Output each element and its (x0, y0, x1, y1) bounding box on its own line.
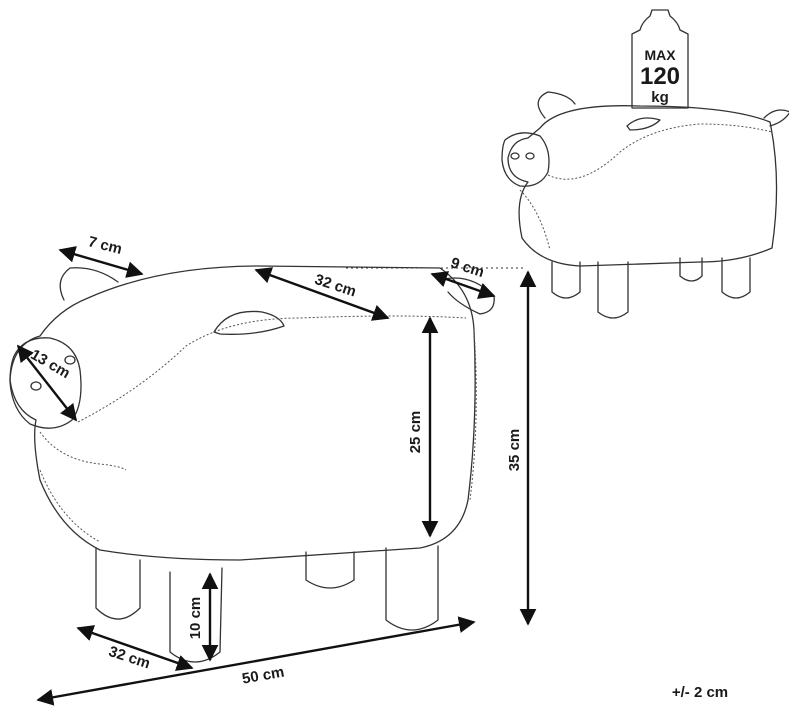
small-pig-illustration (501, 91, 789, 319)
tolerance-note: +/- 2 cm (672, 684, 728, 701)
top-dimension-label: 32 cm (313, 271, 359, 300)
depth-dimension-label: 32 cm (107, 643, 153, 672)
ear-dimension-label: 7 cm (86, 233, 123, 258)
total-height-dimension-label: 35 cm (506, 429, 523, 472)
weight-capacity-badge: MAX 120 kg (631, 9, 689, 109)
leg-height-dimension-label: 10 cm (187, 597, 204, 640)
weight-line-value: 120 (640, 63, 680, 90)
body-height-dimension-label: 25 cm (407, 411, 424, 454)
snout-dimension-label: 13 cm (28, 346, 73, 382)
main-pig-illustration (9, 265, 495, 663)
weight-line-unit: kg (651, 89, 669, 106)
dimension-annotations: 7 cm 32 cm 9 cm 13 cm 25 cm 35 cm 10 cm … (16, 233, 537, 706)
length-dimension-label: 50 cm (241, 664, 286, 688)
weight-line-max: MAX (644, 47, 676, 63)
